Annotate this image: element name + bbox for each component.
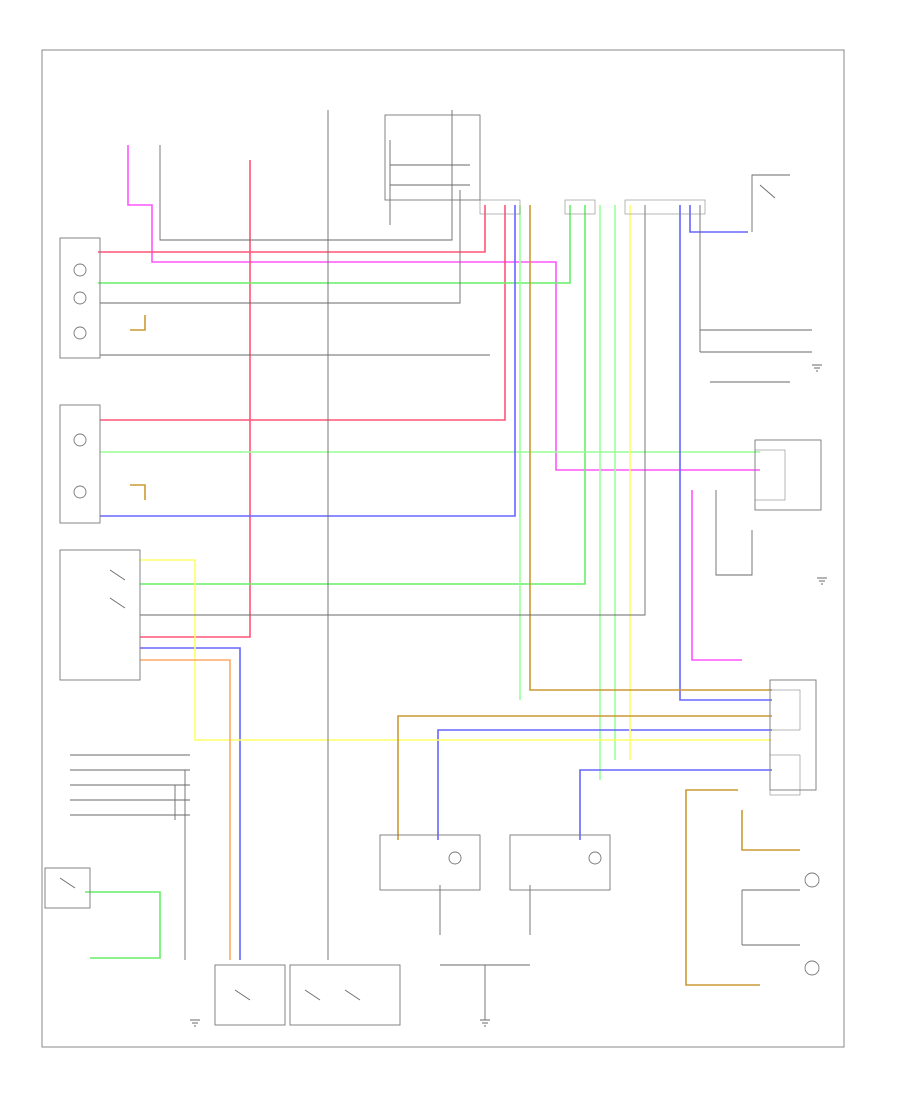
wire-group-lightgreen xyxy=(100,205,760,780)
component-turn-switch xyxy=(214,964,286,1026)
ground-symbols xyxy=(190,364,827,1027)
lamp-bulb-7 xyxy=(588,851,602,865)
ground-symbol-4 xyxy=(190,1019,200,1027)
component-lower-left-switch xyxy=(44,867,91,909)
switch-contact-4 xyxy=(234,989,251,1001)
switch-contact-6 xyxy=(344,989,361,1001)
ground-symbol-2 xyxy=(817,577,827,585)
wire-tan-lbl xyxy=(130,484,146,500)
component-hazard-switch xyxy=(289,964,401,1026)
wire-blue-left xyxy=(100,205,516,517)
component-left-turn-lamp xyxy=(754,439,822,511)
wire-tan-lbl2 xyxy=(130,315,146,331)
wire-yellow-main xyxy=(140,559,772,741)
wire-blue-bottom2 xyxy=(579,769,772,840)
wire-group-black xyxy=(70,110,812,1020)
wire-red-lower xyxy=(140,160,251,638)
lamp-bulb-6 xyxy=(448,851,462,865)
lamp-bulb-1 xyxy=(73,263,87,277)
switch-contact-7 xyxy=(759,184,776,199)
component-right-front-lamp xyxy=(59,237,101,359)
lamp-bulb-8 xyxy=(804,872,820,888)
wire-green-top xyxy=(98,205,571,284)
pin-strip-top-1 xyxy=(479,199,521,215)
switch-contact-3 xyxy=(59,877,76,889)
wire-red-top xyxy=(98,205,486,253)
wire-blue-lower xyxy=(140,647,241,960)
wire-group-tan xyxy=(130,205,800,986)
wire-green-left xyxy=(85,891,161,959)
lamp-bulb-3 xyxy=(73,326,87,340)
pin-strip-right-3 xyxy=(769,754,801,796)
wire-tan-right xyxy=(685,789,760,986)
switch-contacts xyxy=(59,184,776,1001)
diagram-border xyxy=(41,49,845,1048)
wire-group-yellow xyxy=(140,205,772,760)
wire-group-green xyxy=(85,205,586,959)
wire-black-long xyxy=(140,205,646,616)
wire-black-top xyxy=(159,110,453,241)
component-fuse-block-right xyxy=(769,679,817,791)
lamp-bulb-9 xyxy=(804,960,820,976)
wire-red-middle xyxy=(100,205,506,421)
ground-symbol-1 xyxy=(480,1019,490,1027)
pin-strip-top-2 xyxy=(564,199,596,215)
connector-pins xyxy=(479,199,801,796)
wire-blue-bottom xyxy=(437,729,772,840)
component-left-rear-lamp xyxy=(379,834,481,891)
components xyxy=(44,114,822,1026)
pin-strip-right-2 xyxy=(769,689,801,731)
switch-contact-5 xyxy=(304,989,321,1001)
component-left-front-lamp xyxy=(59,404,101,524)
pin-strip-right-1 xyxy=(754,449,786,501)
wire-green-lower xyxy=(140,205,586,585)
component-junction-box xyxy=(384,114,481,201)
component-combination-switch xyxy=(59,549,141,681)
wire-group-blue xyxy=(100,205,772,960)
wire-black-top-right xyxy=(751,174,790,232)
pin-strip-top-3 xyxy=(624,199,706,215)
ground-symbol-3 xyxy=(812,364,822,372)
wire-tan-short xyxy=(741,810,800,851)
wire-group-pink xyxy=(127,145,760,661)
wire-pink-right xyxy=(691,490,742,661)
wire-blue-top xyxy=(689,205,748,233)
wire-black-ground2 xyxy=(100,190,461,304)
lamp-bulb-2 xyxy=(73,291,87,305)
wire-tan-main xyxy=(529,205,772,691)
lamp-bulb-4 xyxy=(73,433,87,447)
wire-pink-main xyxy=(127,145,760,471)
switch-contact-1 xyxy=(109,569,126,581)
switch-contact-2 xyxy=(109,597,126,609)
wire-orange-main xyxy=(140,659,231,960)
wire-group-red xyxy=(98,160,506,638)
wire-blue-right xyxy=(679,205,772,701)
wire-tan-left xyxy=(397,715,772,840)
wire-group-orange xyxy=(140,659,231,960)
wire-black-loop xyxy=(715,490,753,576)
lamp-bulb-5 xyxy=(73,485,87,499)
component-right-rear-lamp xyxy=(509,834,611,891)
